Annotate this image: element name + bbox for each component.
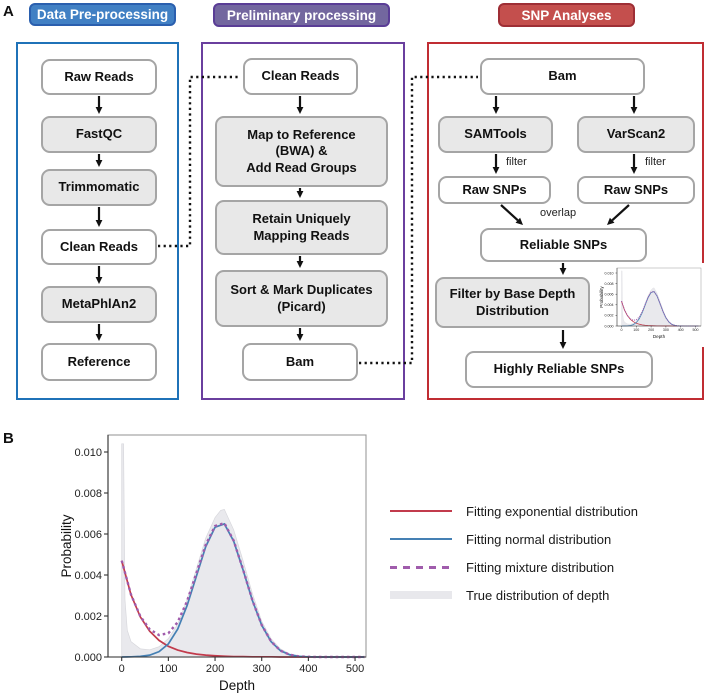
node-bam-1: Bam <box>242 343 358 381</box>
legend-solid-swatch <box>390 510 452 512</box>
svg-text:100: 100 <box>159 663 177 675</box>
legend-item: Fitting mixture distribution <box>390 553 638 581</box>
node-raw-snps-right: Raw SNPs <box>577 176 695 204</box>
node-sort-mark-duplicates: Sort & Mark Duplicates (Picard) <box>215 270 388 327</box>
node-clean-reads-1: Clean Reads <box>41 229 157 265</box>
node-varscan2: VarScan2 <box>577 116 695 153</box>
legend-label: Fitting mixture distribution <box>466 559 615 575</box>
legend-dashed-swatch <box>390 565 452 569</box>
header-preliminary-processing: Preliminary processing <box>213 3 390 27</box>
svg-text:0.008: 0.008 <box>605 282 614 286</box>
column-box-data-preprocessing <box>16 42 179 400</box>
svg-text:0.002: 0.002 <box>605 314 614 318</box>
svg-text:0.008: 0.008 <box>74 488 102 500</box>
legend-item: Fitting normal distribution <box>390 525 638 553</box>
edge-label-filter-left: filter <box>506 156 527 168</box>
legend-band-swatch <box>390 591 452 599</box>
node-bam-2: Bam <box>480 58 645 95</box>
legend-label: Fitting normal distribution <box>466 531 612 547</box>
svg-text:300: 300 <box>253 663 271 675</box>
node-retain-uniquely: Retain Uniquely Mapping Reads <box>215 200 388 255</box>
svg-text:100: 100 <box>633 328 639 332</box>
legend-item: True distribution of depth <box>390 581 638 609</box>
edge-label-filter-right: filter <box>645 156 666 168</box>
node-raw-reads: Raw Reads <box>41 59 157 95</box>
svg-text:Probability: Probability <box>59 514 74 577</box>
column-box-preliminary-processing <box>201 42 405 400</box>
node-map-to-reference: Map to Reference (BWA) & Add Read Groups <box>215 116 388 187</box>
svg-text:500: 500 <box>693 328 699 332</box>
inset-depth-chart: 0 100 200 300 400 500 0.000 0.002 0.004 0.006 0.00… <box>597 263 707 347</box>
node-raw-snps-left: Raw SNPs <box>438 176 551 204</box>
svg-text:300: 300 <box>663 328 669 332</box>
legend-label: Fitting exponential distribution <box>466 503 638 519</box>
header-snp-analyses: SNP Analyses <box>498 3 635 27</box>
svg-text:0: 0 <box>621 328 623 332</box>
flow-arrows <box>95 75 638 365</box>
svg-text:Probability: Probability <box>599 286 604 308</box>
legend-item: Fitting exponential distribution <box>390 497 638 525</box>
svg-text:0.010: 0.010 <box>605 271 614 275</box>
svg-text:0.006: 0.006 <box>605 292 614 296</box>
node-filter-by-base-depth: Filter by Base Depth Distribution <box>435 277 590 328</box>
svg-text:0.000: 0.000 <box>605 324 614 328</box>
edge-label-overlap: overlap <box>540 207 577 219</box>
svg-text:Depth: Depth <box>219 678 255 693</box>
legend-label: True distribution of depth <box>466 587 610 603</box>
svg-text:0.006: 0.006 <box>74 529 102 541</box>
svg-text:200: 200 <box>648 328 654 332</box>
svg-text:400: 400 <box>299 663 317 675</box>
node-fastqc: FastQC <box>41 116 157 153</box>
node-clean-reads-2: Clean Reads <box>243 58 358 95</box>
panel-a-label: A <box>3 3 14 20</box>
node-highly-reliable-snps: Highly Reliable SNPs <box>465 351 653 388</box>
svg-text:0.004: 0.004 <box>605 303 614 307</box>
svg-text:0.010: 0.010 <box>74 447 102 459</box>
header-data-preprocessing: Data Pre-processing <box>29 3 176 26</box>
node-trimmomatic: Trimmomatic <box>41 169 157 206</box>
svg-text:0.002: 0.002 <box>74 611 102 623</box>
svg-text:200: 200 <box>206 663 224 675</box>
column-box-snp-analyses <box>427 42 704 400</box>
legend-solid-swatch <box>390 538 452 540</box>
svg-text:0.004: 0.004 <box>74 570 102 582</box>
svg-text:0.000: 0.000 <box>74 652 102 664</box>
svg-text:0: 0 <box>119 663 125 675</box>
depth-distribution-chart: 0 100 200 300 400 500 0.000 0.002 0.004 0.006 0.00… <box>59 434 367 693</box>
node-metaphlan2: MetaPhlAn2 <box>41 286 157 323</box>
panel-b-label: B <box>3 430 14 447</box>
node-reliable-snps: Reliable SNPs <box>480 228 647 262</box>
svg-text:500: 500 <box>346 663 364 675</box>
node-reference: Reference <box>41 343 157 381</box>
svg-text:400: 400 <box>678 328 684 332</box>
svg-text:Depth: Depth <box>653 334 666 339</box>
node-samtools: SAMTools <box>438 116 553 153</box>
